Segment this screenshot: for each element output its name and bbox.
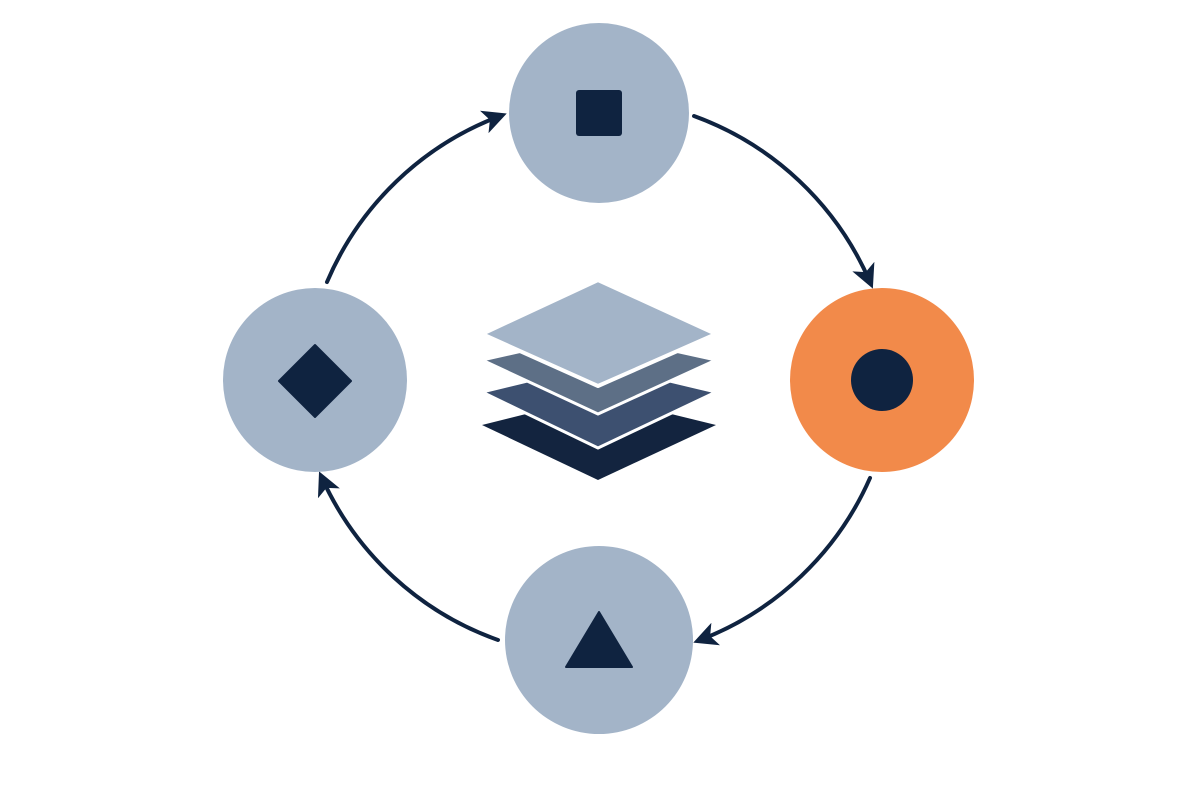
cycle-arrows bbox=[317, 110, 875, 646]
arrow-bottom-to-left bbox=[317, 471, 500, 642]
layers-stack-icon bbox=[480, 278, 718, 480]
diamond-icon bbox=[278, 344, 352, 418]
arrow-left-to-top bbox=[325, 110, 507, 284]
circle-icon bbox=[851, 349, 913, 411]
square-icon bbox=[576, 90, 622, 136]
cycle-node-bottom bbox=[505, 546, 693, 734]
cycle-node-left bbox=[223, 288, 407, 472]
stack-layer-1 bbox=[480, 278, 718, 388]
cycle-node-right bbox=[790, 288, 974, 472]
cycle-node-top bbox=[509, 23, 689, 203]
arrow-right-to-bottom bbox=[693, 476, 872, 646]
arrow-top-to-right bbox=[692, 114, 875, 289]
triangle-icon bbox=[565, 611, 633, 668]
